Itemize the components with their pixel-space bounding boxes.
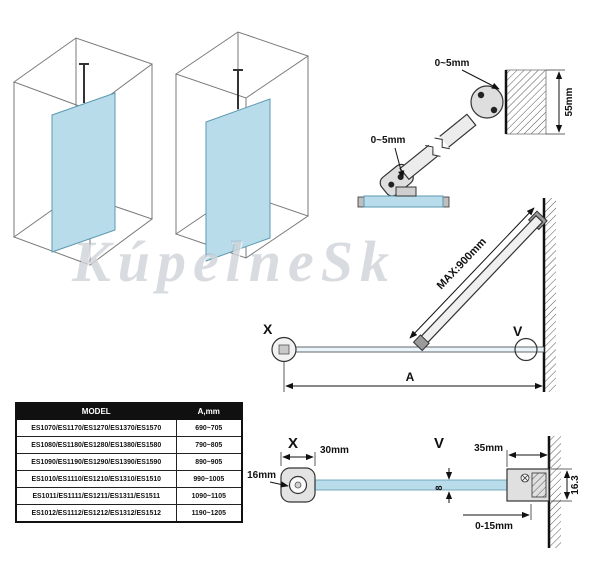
screw-icon [490,106,498,114]
table-row: ES1012/ES1112/ES1212/ES1312/ES1512 1190~… [15,504,243,523]
round-wall-bracket [470,85,504,119]
glass-top-edge-bar [363,195,444,208]
support-bar-plan [412,210,548,352]
dim-a: A [406,370,415,384]
wall-hatch [505,69,547,135]
label-v-section: V [434,435,444,452]
dim-gap-top: 0~5mm [435,58,470,69]
a-value-cell: 1090~1105 [175,487,243,505]
model-cell: ES1090/ES1190/ES1290/ES1390/ES1590 [15,453,177,471]
wall-hatch [549,436,561,548]
screw-icon [388,181,395,188]
a-value-cell: 690~705 [175,419,243,437]
iso-view-right [174,31,310,262]
table-row: ES1011/ES1111/ES1211/ES1311/ES1511 1090~… [15,487,243,505]
glass-clamp [395,186,417,197]
glass-panel-section [312,479,532,491]
screw-icon [477,91,485,99]
wall-bracket-detail: 55mm 0~5mm 0~5mm [357,58,575,208]
model-cell: ES1080/ES1180/ES1280/ES1380/ES1580 [15,436,177,454]
table-row: ES1090/ES1190/ES1290/ES1390/ES1590 890~9… [15,453,243,471]
glass-panel-left [51,92,116,253]
table-row: ES1010/ES1110/ES1210/ES1310/ES1510 990~1… [15,470,243,488]
dim-wall-55mm: 55mm [564,87,575,116]
a-value-cell: 1190~1205 [175,504,243,523]
iso-view-left [12,37,154,266]
a-value-cell: 890~905 [175,453,243,471]
label-x-plan: X [263,321,273,337]
header-a-mm: A,mm [175,402,243,420]
dim-gap-bottom: 0~5mm [371,135,406,146]
dim-v-0-15mm: 0-15mm [475,521,513,532]
a-value-cell: 990~1005 [175,470,243,488]
label-x-section: X [288,435,298,452]
table-row: ES1080/ES1180/ES1280/ES1380/ES1580 790~8… [15,436,243,454]
dim-v-8: 8 [434,485,444,490]
model-cell: ES1011/ES1111/ES1211/ES1311/ES1511 [15,487,177,505]
model-cell: ES1012/ES1112/ES1212/ES1312/ES1512 [15,504,177,523]
model-size-table: MODEL A,mm ES1070/ES1170/ES1270/ES1370/E… [15,402,243,523]
glass-panel-right [205,98,271,262]
dim-v-16-3: 16.3 [570,475,581,495]
dim-x-16mm: 16mm [247,470,276,481]
section-glass [312,479,532,491]
dim-v-35mm: 35mm [474,443,503,454]
table-row: ES1070/ES1170/ES1270/ES1370/ES1570 690~7… [15,419,243,437]
table-header-row: MODEL A,mm [15,402,243,420]
model-cell: ES1070/ES1170/ES1270/ES1370/ES1570 [15,419,177,437]
a-value-cell: 790~805 [175,436,243,454]
support-bar-detail [379,113,477,197]
wall-hatch [544,198,556,392]
model-cell: ES1010/ES1110/ES1210/ES1310/ES1510 [15,470,177,488]
section-v-detail: V 35mm 16.3 8 0-15mm [434,435,581,548]
plan-view: X V MAX:900mm A [263,198,556,392]
section-x-detail: X 30mm 16mm [247,435,349,503]
header-model: MODEL [15,402,177,420]
dim-x-30mm: 30mm [320,445,349,456]
label-v-plan: V [513,323,523,339]
